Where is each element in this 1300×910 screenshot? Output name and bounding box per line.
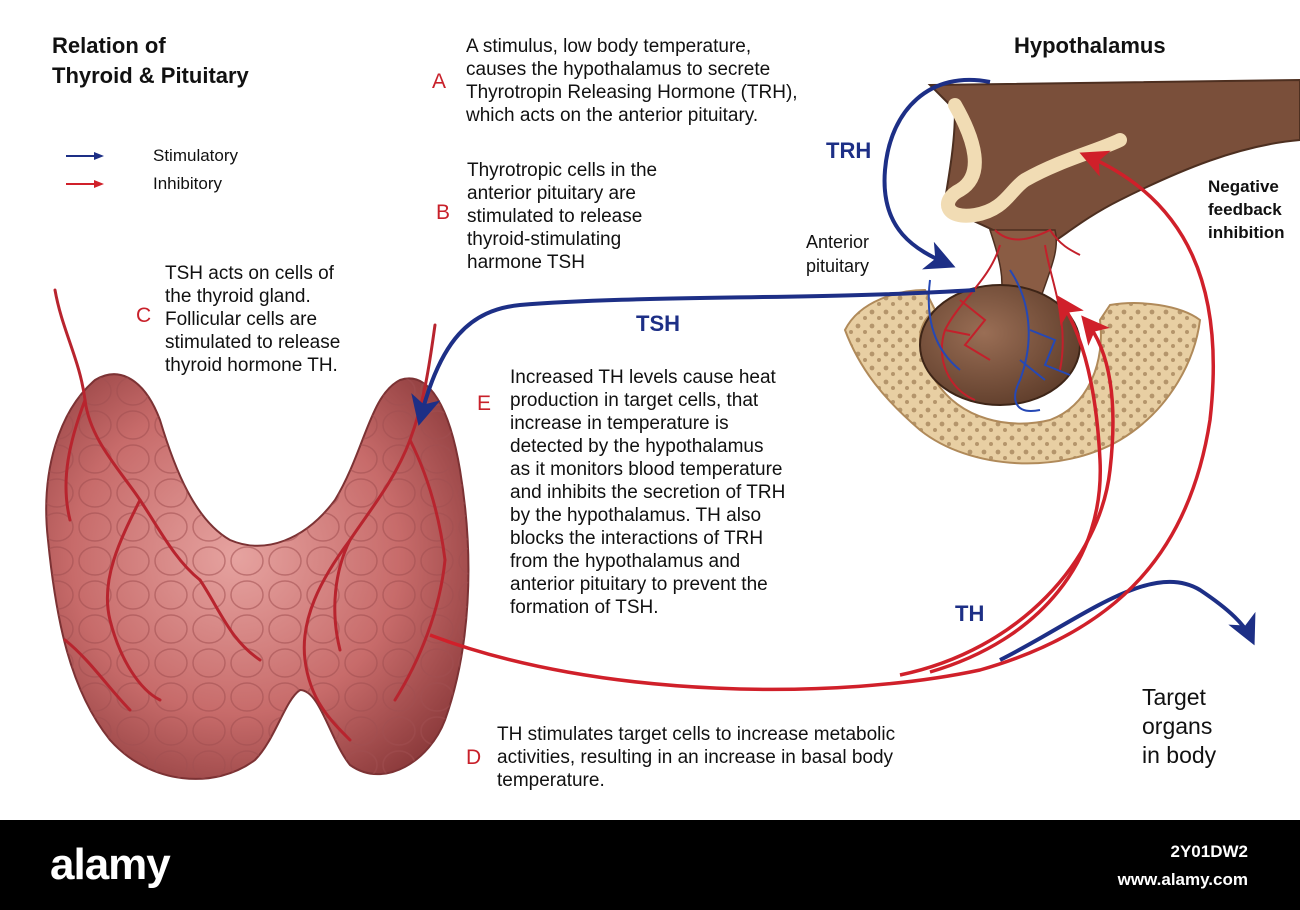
text-line: stimulated to release (467, 206, 643, 227)
th-label: TH (955, 601, 985, 626)
text-line: causes the hypothalamus to secrete (466, 59, 771, 80)
text-line: production in target cells, that (510, 390, 759, 411)
anterior-pituitary-label: Anterior pituitary (806, 230, 869, 278)
text-line: the thyroid gland. (165, 286, 311, 307)
step-a-text: A stimulus, low body temperature, causes… (466, 35, 866, 127)
step-e-text: Increased TH levels cause heat productio… (510, 366, 850, 619)
step-b-letter: B (436, 201, 451, 224)
diagram-illustration (45, 77, 1300, 780)
text-line: Thyrotropic cells in the (467, 160, 658, 181)
text-line: A stimulus, low body temperature, (466, 36, 752, 57)
diagram-canvas: Relation of Thyroid & Pituitary Stimulat… (45, 31, 1300, 792)
text-line: Thyrotropin Releasing Hormone (TRH), (466, 82, 798, 103)
text-line: Increased TH levels cause heat (510, 367, 776, 388)
text-line: temperature. (497, 770, 605, 791)
step-c-text: TSH acts on cells of the thyroid gland. … (165, 262, 395, 377)
text-line: thyroid hormone TH. (165, 355, 338, 376)
text-line: by the hypothalamus. TH also (510, 505, 762, 526)
th-arrow (999, 579, 1256, 662)
label-line: inhibition (1208, 223, 1285, 242)
label-line: in body (1142, 742, 1217, 768)
text-line: formation of TSH. (510, 597, 659, 618)
step-d-letter: D (466, 746, 482, 769)
label-line: organs (1142, 713, 1213, 739)
tsh-label: TSH (636, 311, 680, 336)
trh-arrow (882, 77, 991, 270)
text-line: anterior pituitary are (467, 183, 636, 204)
trh-label: TRH (826, 138, 872, 163)
step-d-text: TH stimulates target cells to increase m… (497, 723, 997, 792)
label-line: feedback (1208, 200, 1282, 219)
label-line: Anterior (806, 232, 870, 252)
title-line: Relation of (52, 33, 166, 58)
step-e-letter: E (477, 392, 492, 415)
image-id: 2Y01DW2 (1170, 842, 1248, 861)
negative-feedback-label: Negative feedback inhibition (1208, 175, 1284, 244)
text-line: TSH acts on cells of (165, 263, 334, 284)
stock-footer-bar: alamy 2Y01DW2 www.alamy.com (0, 820, 1300, 910)
text-line: increase in temperature is (510, 413, 729, 434)
title-line: Thyroid & Pituitary (52, 63, 249, 88)
text-line: which acts on the anterior pituitary. (466, 105, 759, 126)
footer-url: www.alamy.com (1117, 870, 1248, 889)
legend-label: Inhibitory (153, 174, 222, 193)
text-line: stimulated to release (165, 332, 341, 353)
target-organs-label: Target organs in body (1142, 683, 1216, 770)
text-line: Follicular cells are (165, 309, 318, 330)
pituitary-illustration (843, 78, 1300, 465)
feedback-arrow-pituitary-1 (899, 315, 1115, 677)
blue-arrow-icon (66, 152, 104, 160)
legend-inhibitory: Inhibitory (66, 174, 286, 194)
hypothalamus-label: Hypothalamus (1014, 33, 1166, 58)
legend-stimulatory: Stimulatory (66, 146, 286, 166)
step-b-text: Thyrotropic cells in the anterior pituit… (467, 159, 727, 274)
alamy-logo: alamy (50, 840, 171, 889)
text-line: TH stimulates target cells to increase m… (497, 724, 896, 745)
text-line: and inhibits the secretion of TRH (510, 482, 786, 503)
text-line: detected by the hypothalamus (510, 436, 764, 457)
label-line: Negative (1208, 177, 1279, 196)
step-a-letter: A (432, 70, 447, 93)
text-line: thyroid-stimulating (467, 229, 622, 250)
red-arrow-icon (66, 180, 104, 188)
label-line: Target (1142, 684, 1206, 710)
text-line: harmone TSH (467, 252, 585, 273)
label-line: pituitary (806, 256, 870, 276)
legend-label: Stimulatory (153, 146, 239, 165)
feedback-arrow-pituitary-2 (929, 295, 1102, 674)
text-line: anterior pituitary to prevent the (510, 574, 768, 595)
tsh-arrow (411, 288, 976, 426)
text-line: from the hypothalamus and (510, 551, 741, 572)
step-c-letter: C (136, 304, 152, 327)
feedback-arrow-hypothalamus (429, 150, 1216, 692)
text-line: blocks the interactions of TRH (510, 528, 764, 549)
thyroid-gland-illustration (45, 288, 470, 780)
text-line: as it monitors blood temperature (510, 459, 783, 480)
diagram-title: Relation of Thyroid & Pituitary (52, 31, 249, 91)
text-line: activities, resulting in an increase in … (497, 747, 894, 768)
